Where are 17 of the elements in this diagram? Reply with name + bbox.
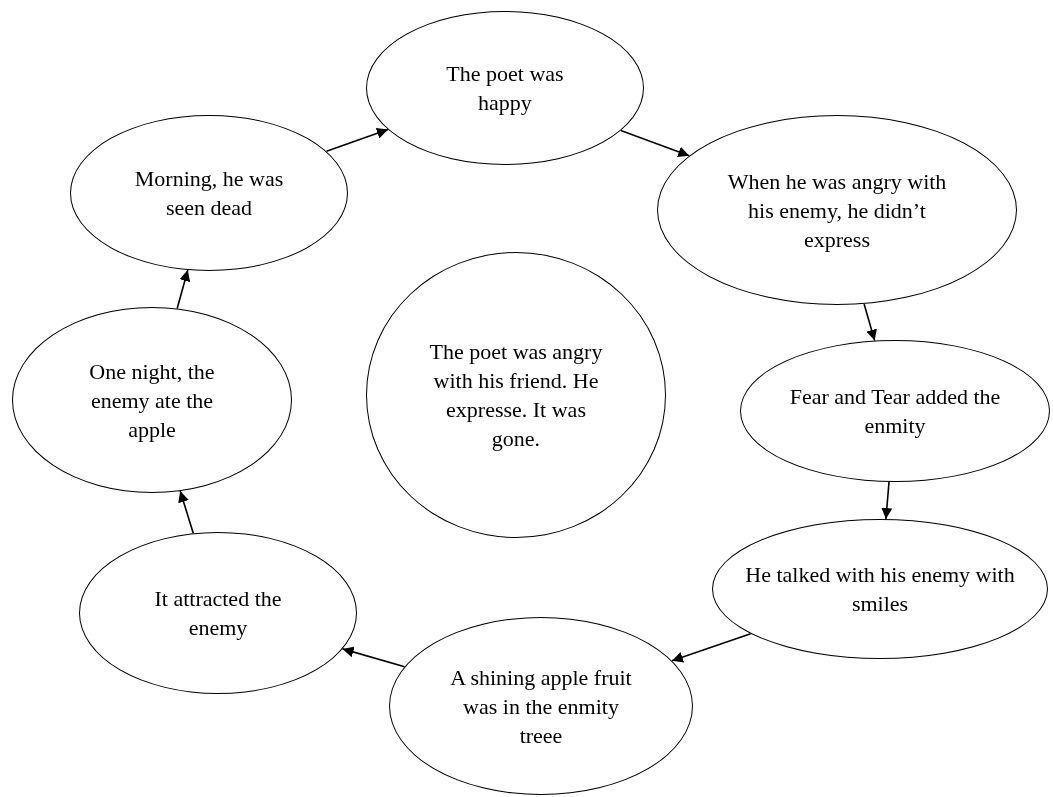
node-text: When he was angry with his enemy, he didn’t express	[726, 167, 948, 254]
node-text: It attracted the enemy	[153, 585, 283, 642]
arrow	[620, 129, 691, 158]
arrow	[671, 632, 752, 663]
node-text: Morning, he was seen dead	[133, 165, 285, 222]
node-text: Fear and Tear added the enmity	[788, 383, 1002, 440]
arrow	[178, 490, 195, 535]
node-text: One night, the enemy ate the apple	[88, 357, 216, 444]
arrow	[881, 481, 893, 520]
node-text: He talked with his enemy with smiles	[744, 561, 1016, 618]
arrow	[176, 269, 191, 310]
node-text: The poet was happy	[445, 60, 565, 117]
arrow	[863, 303, 877, 342]
node-text: A shining apple fruit was in the enmity treee	[449, 663, 633, 750]
arrow	[325, 128, 389, 153]
arrow	[341, 646, 406, 668]
node-text: The poet was angry with his friend. He expresse. It was gone.	[428, 338, 604, 453]
